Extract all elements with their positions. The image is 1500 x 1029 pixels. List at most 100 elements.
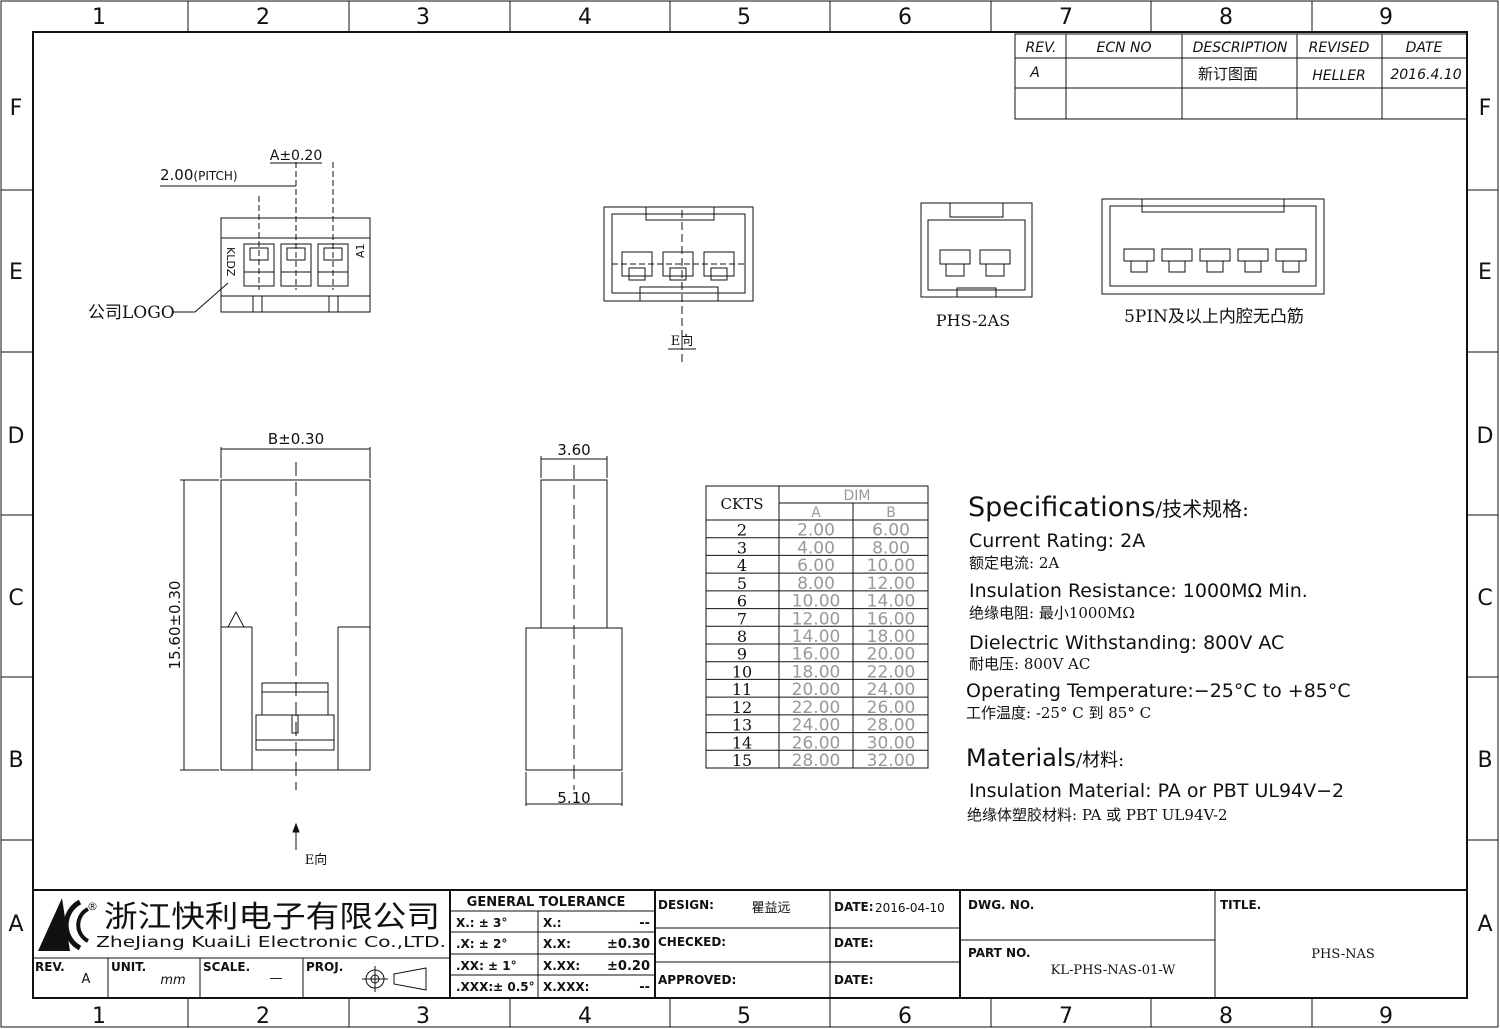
- revised-value: HELLER: [1312, 68, 1366, 84]
- table-cell-a: 4.00: [797, 538, 835, 558]
- checked-label: CHECKED:: [658, 935, 726, 949]
- column-label: 5: [737, 1004, 751, 1029]
- dim-header: DIM: [844, 488, 871, 504]
- row-label: A: [1477, 912, 1492, 937]
- row-label: B: [8, 748, 23, 773]
- table-cell-b: 18.00: [867, 627, 916, 647]
- table-cell-ckts: 3: [737, 538, 747, 557]
- rev-value: A: [82, 972, 91, 987]
- table-cell-b: 16.00: [867, 609, 916, 629]
- table-cell-a: 22.00: [792, 698, 841, 718]
- insulation-material-cn: 绝缘体塑胶材料: PA 或 PBT UL94V-2: [967, 806, 1228, 824]
- e-arrow-label: E向: [305, 852, 328, 868]
- materials-title: Materials/材料:: [966, 744, 1124, 772]
- side-bottom-dimension: 5.10: [557, 789, 590, 807]
- inner-frame: [32, 31, 1468, 999]
- column-label: 3: [416, 5, 430, 30]
- table-cell-b: 22.00: [867, 662, 916, 682]
- phs2as-label: PHS-2AS: [936, 311, 1010, 330]
- projection-symbol-icon: [362, 966, 427, 992]
- mark-kldz: KLDZ: [224, 247, 237, 277]
- e-view-label: E向: [671, 333, 694, 349]
- tolerance-decimal-value: ±0.30: [607, 937, 650, 952]
- title-value: PHS-NAS: [1311, 947, 1375, 962]
- table-cell-a: 14.00: [792, 627, 841, 647]
- side-top-dimension: 3.60: [557, 441, 590, 459]
- description-value: 新订图面: [1198, 65, 1258, 83]
- row-label: D: [8, 424, 25, 449]
- tolerance-decimal-label: X.X:: [543, 937, 571, 951]
- table-cell-b: 6.00: [872, 521, 910, 541]
- date-label-checked: DATE:: [834, 936, 874, 950]
- table-cell-ckts: 8: [737, 627, 747, 646]
- table-cell-ckts: 10: [732, 662, 752, 681]
- approved-label: APPROVED:: [658, 973, 736, 987]
- spec-title: Specifications/技术规格:: [968, 492, 1249, 523]
- description-header: DESCRIPTION: [1193, 40, 1288, 56]
- tolerance-angle: .X: ± 2°: [456, 937, 507, 951]
- table-cell-b: 24.00: [867, 680, 916, 700]
- tolerance-decimal-value: --: [639, 916, 650, 931]
- designer-name: 瞿益远: [751, 901, 790, 916]
- tolerance-decimal-value: ±0.20: [607, 959, 650, 974]
- company-name-en: ZheJiang KuaiLi Electronic Co.,LTD.: [96, 933, 446, 951]
- date-value: 2016.4.10: [1390, 67, 1461, 83]
- table-cell-ckts: 5: [737, 574, 747, 593]
- table-cell-a: 20.00: [792, 680, 841, 700]
- date-label-design: DATE:: [834, 900, 874, 914]
- column-label: 1: [92, 1004, 106, 1029]
- table-cell-ckts: 13: [732, 716, 752, 735]
- table-cell-a: 16.00: [792, 645, 841, 665]
- b-header: B: [886, 505, 896, 521]
- date-header: DATE: [1406, 40, 1443, 56]
- column-label: 8: [1219, 1004, 1233, 1029]
- specifications: Specifications/技术规格: Current Rating: 2A …: [966, 492, 1351, 824]
- tolerance-decimal-value: --: [639, 980, 650, 995]
- row-label: E: [9, 260, 23, 285]
- table-cell-b: 8.00: [872, 538, 910, 558]
- tolerance-decimal-label: X.:: [543, 916, 562, 930]
- column-label: 2: [256, 5, 270, 30]
- scale-value: —: [270, 971, 283, 986]
- row-label: F: [1479, 96, 1492, 121]
- table-cell-a: 8.00: [797, 574, 835, 594]
- revised-header: REVISED: [1309, 40, 1370, 56]
- column-label: 1: [92, 5, 106, 30]
- tolerance-title: GENERAL TOLERANCE: [467, 895, 626, 910]
- tolerance-rows: X.: ± 3°X.:--.X: ± 2°X.X:±0.30.XX: ± 1°X…: [456, 916, 650, 995]
- table-cell-ckts: 9: [737, 645, 747, 664]
- tolerance-angle: .XXX:± 0.5°: [456, 980, 535, 994]
- ckts-header: CKTS: [721, 495, 764, 513]
- design-date: 2016-04-10: [875, 901, 945, 915]
- table-cell-b: 12.00: [867, 574, 916, 594]
- dielectric-withstanding-cn: 耐电压: 800V AC: [969, 655, 1090, 673]
- table-cell-b: 10.00: [867, 556, 916, 576]
- rev-label: REV.: [35, 960, 65, 974]
- unit-label: UNIT.: [111, 960, 146, 974]
- table-cell-ckts: 7: [737, 609, 747, 628]
- five-pin-view: [1101, 198, 1325, 295]
- dimension-a: A±0.20: [270, 148, 322, 164]
- column-label: 6: [898, 5, 912, 30]
- pitch-dimension: 2.00(PITCH): [160, 166, 238, 184]
- ecn-header: ECN NO: [1096, 40, 1151, 56]
- table-cell-b: 32.00: [867, 751, 916, 771]
- date-label-approved: DATE:: [834, 973, 874, 987]
- operating-temperature-cn: 工作温度: -25° C 到 85° C: [966, 704, 1151, 722]
- column-label: 8: [1219, 5, 1233, 30]
- side-view: [525, 456, 623, 806]
- five-pin-label: 5PIN及以上内腔无凸筋: [1124, 307, 1304, 327]
- table-cell-a: 24.00: [792, 716, 841, 736]
- table-cell-ckts: 11: [732, 680, 752, 699]
- proj-label: PROJ.: [306, 960, 343, 974]
- row-label: D: [1477, 424, 1494, 449]
- insulation-material: Insulation Material: PA or PBT UL94V−2: [969, 780, 1344, 802]
- dielectric-withstanding: Dielectric Withstanding: 800V AC: [969, 632, 1284, 654]
- dwg-no-label: DWG. NO.: [968, 898, 1034, 912]
- design-label: DESIGN:: [658, 898, 714, 912]
